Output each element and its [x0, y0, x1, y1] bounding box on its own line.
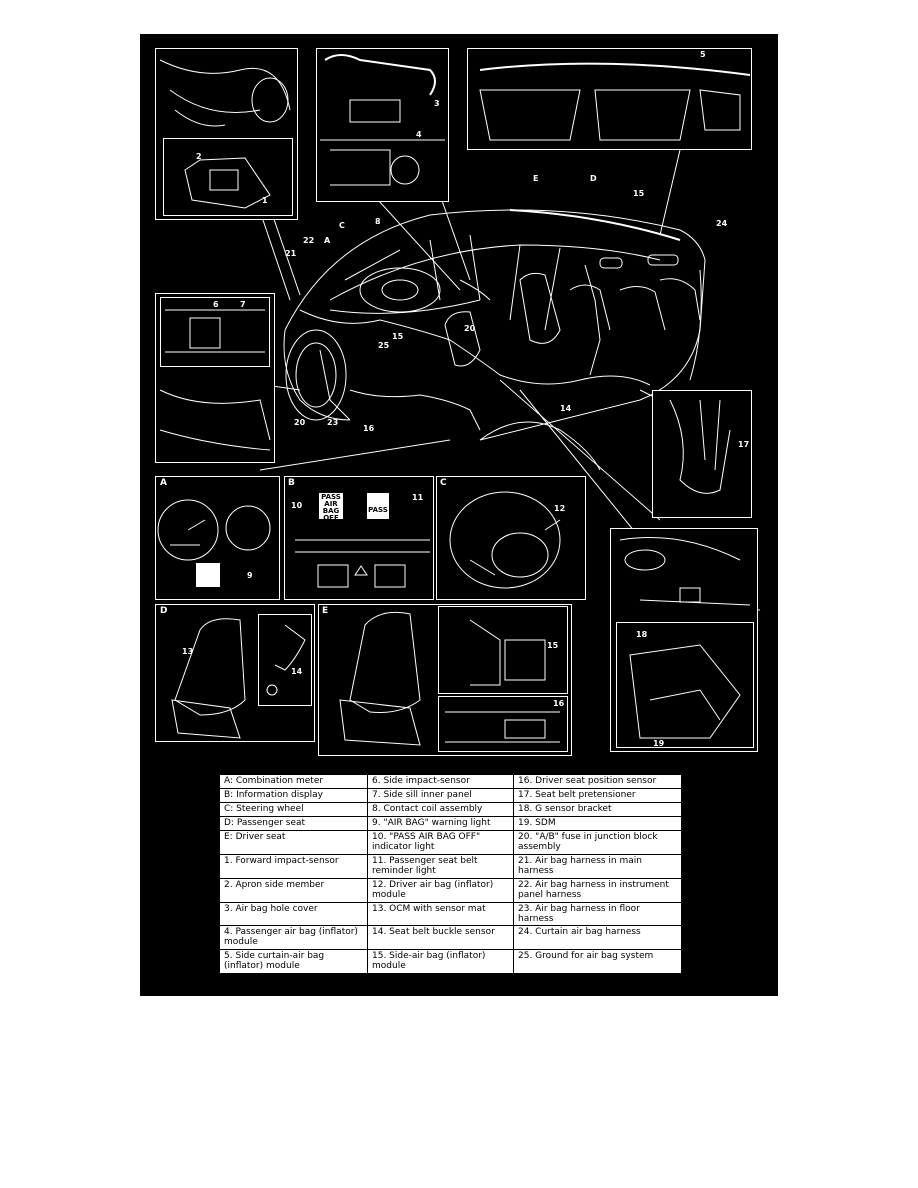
callout-24: 24 [716, 219, 728, 228]
callout-17: 17 [738, 440, 750, 449]
legend-cell: 22. Air bag harness in instrument panel … [513, 878, 682, 903]
legend-cell: D: Passenger seat [219, 816, 368, 831]
legend-cell: 17. Seat belt pretensioner [513, 788, 682, 803]
callout-3: 3 [434, 99, 440, 108]
legend-cell: B: Information display [219, 788, 368, 803]
callout-a: A [324, 236, 331, 245]
callout-9: 9 [247, 571, 253, 580]
callout-5: 5 [700, 50, 706, 59]
legend-cell: 21. Air bag harness in main harness [513, 854, 682, 879]
callout-19: 19 [653, 739, 665, 748]
legend-cell: 12. Driver air bag (inflator) module [367, 878, 514, 903]
callout-21: 21 [285, 249, 297, 258]
side-airbag-detail [438, 606, 568, 694]
callout-20-wheel: 20 [294, 418, 306, 427]
side-impact-sensor-detail [160, 297, 270, 367]
legend-cell: 6. Side impact-sensor [367, 774, 514, 789]
passenger-airbag-panel [316, 48, 449, 202]
callout-12: 12 [554, 504, 566, 513]
pass-seatbelt-indicator: PASS [366, 492, 390, 520]
legend-cell: 24. Curtain air bag harness [513, 925, 682, 950]
legend-cell: 14. Seat belt buckle sensor [367, 925, 514, 950]
callout-6: 6 [213, 300, 219, 309]
legend-cell: A: Combination meter [219, 774, 368, 789]
callout-15: 15 [547, 641, 559, 650]
pretensioner-panel [652, 390, 752, 518]
legend-cell: 25. Ground for air bag system [513, 949, 682, 974]
legend-cell: 23. Air bag harness in floor harness [513, 902, 682, 926]
callout-7: 7 [240, 300, 246, 309]
callout-8: 8 [375, 217, 381, 226]
legend-cell: 2. Apron side member [219, 878, 368, 903]
legend-cell: 10. "PASS AIR BAG OFF" indicator light [367, 830, 514, 855]
callout-e: E [533, 174, 539, 183]
legend-cell: 19. SDM [513, 816, 682, 831]
callout-d: D [590, 174, 597, 183]
callout-2: 2 [196, 152, 202, 161]
legend-cell: 20. "A/B" fuse in junction block assembl… [513, 830, 682, 855]
legend-cell: 13. OCM with sensor mat [367, 902, 514, 926]
callout-23: 23 [327, 418, 339, 427]
panel-b [284, 476, 434, 600]
panel-label-c: C [440, 478, 447, 488]
callout-16: 16 [553, 699, 565, 708]
legend-cell: 7. Side sill inner panel [367, 788, 514, 803]
legend-cell: E: Driver seat [219, 830, 368, 855]
callout-22: 22 [303, 236, 315, 245]
callout-c: C [339, 221, 345, 230]
panel-c [436, 476, 586, 600]
panel-label-a: A [160, 478, 167, 488]
callout-14-main: 14 [560, 404, 572, 413]
callout-13: 13 [182, 647, 194, 656]
legend-row: 5. Side curtain-air bag (inflator) modul… [219, 949, 682, 974]
callout-18: 18 [636, 630, 648, 639]
panel-label-e: E [322, 606, 329, 616]
legend-cell: 1. Forward impact-sensor [219, 854, 368, 879]
callout-14: 14 [291, 667, 303, 676]
legend-cell: 9. "AIR BAG" warning light [367, 816, 514, 831]
callout-1: 1 [262, 196, 268, 205]
legend-cell: 5. Side curtain-air bag (inflator) modul… [219, 949, 368, 974]
callout-25: 25 [378, 341, 390, 350]
callout-11: 11 [412, 493, 424, 502]
callout-10: 10 [291, 501, 303, 510]
forward-impact-sensor-detail [163, 138, 293, 216]
callout-16-main: 16 [363, 424, 375, 433]
legend-cell: 18. G sensor bracket [513, 802, 682, 817]
airbag-warning-indicator [195, 562, 221, 588]
pass-airbag-off-indicator: PASS AIR BAG OFF [318, 492, 344, 522]
callout-20: 20 [464, 324, 476, 333]
seat-position-sensor-detail [438, 696, 568, 752]
legend-cell: 16. Driver seat position sensor [513, 774, 682, 789]
panel-label-d: D [160, 606, 168, 616]
curtain-airbag-panel [467, 48, 752, 150]
legend-cell: 15. Side-air bag (inflator) module [367, 949, 514, 974]
legend-cell: C: Steering wheel [219, 802, 368, 817]
panel-label-b: B [288, 478, 295, 488]
legend-cell: 8. Contact coil assembly [367, 802, 514, 817]
callout-4: 4 [416, 130, 422, 139]
callout-15-main: 15 [633, 189, 645, 198]
callout-15-seat: 15 [392, 332, 404, 341]
legend-cell: 11. Passenger seat belt reminder light [367, 854, 514, 879]
legend-cell: 4. Passenger air bag (inflator) module [219, 925, 368, 950]
legend-cell: 3. Air bag hole cover [219, 902, 368, 926]
